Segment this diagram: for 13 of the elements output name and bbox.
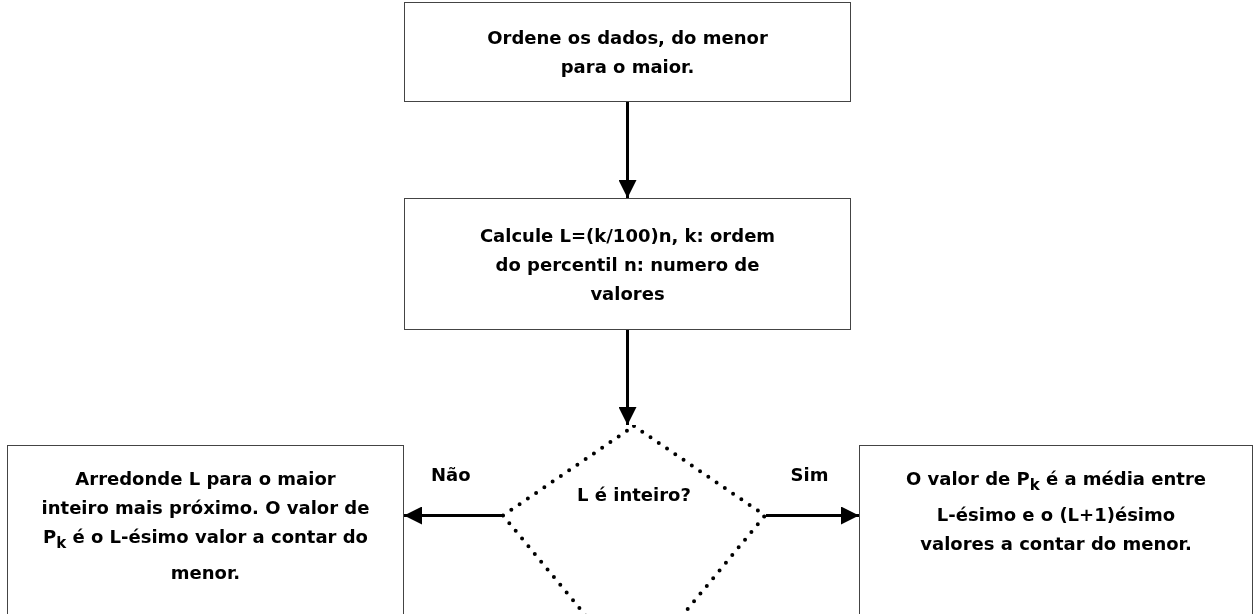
node-text: O valor de P$_{k}$ é a média entre L-ésimo e o (L+1)ésimo valores a contar do menor. [906, 467, 1206, 556]
process-box [859, 445, 1253, 614]
process-box [404, 2, 851, 102]
process-box [404, 198, 851, 330]
arrow [404, 506, 502, 525]
node-text: Ordene os dados, do menor para o maior. [486, 26, 769, 79]
process-box [7, 445, 404, 614]
node-text: Arredonde L para o maior inteiro mais próximo. O valor de P$_{k}$ é o L-ésimo valor a contar do menor. [40, 467, 371, 585]
arrow [766, 506, 859, 525]
node-text: Calcule L=(k/100)n, k: ordem do percentil n: numero de valores [478, 223, 777, 306]
arrow [618, 330, 637, 425]
node-text: L é inteiro? [576, 483, 692, 507]
arrow [618, 102, 637, 198]
